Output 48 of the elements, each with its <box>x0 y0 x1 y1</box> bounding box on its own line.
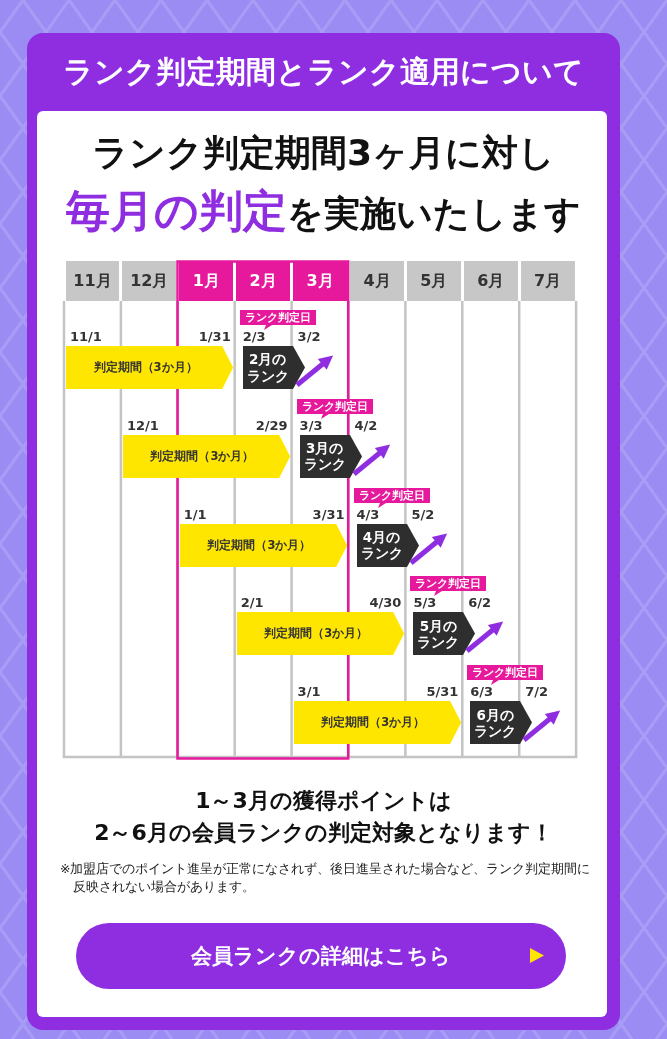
date-label: 12/1 <box>126 418 159 433</box>
details-button: 会員ランクの詳細はこちら <box>76 923 566 989</box>
date-label: 5/3 <box>413 596 437 611</box>
date-label: 3/2 <box>297 330 321 344</box>
date-label: 4/3 <box>356 507 380 522</box>
date-label: 4/30 <box>369 596 402 611</box>
heading: 毎月の判定を実施いたします <box>66 184 581 238</box>
date-label: 5/2 <box>411 507 435 522</box>
period-arrow: 判定期間（3か月） <box>236 612 404 656</box>
month-header: 3月 <box>293 261 347 301</box>
month-header: 12月 <box>122 261 177 301</box>
date-label: 1/31 <box>198 330 231 344</box>
date-label: 2/1 <box>240 596 264 611</box>
date-label: 6/3 <box>470 685 494 700</box>
callout-tag: ランク判定日 <box>353 487 430 508</box>
month-header: 7月 <box>520 261 575 301</box>
date-label: 11/1 <box>70 330 102 344</box>
month-header: 1月 <box>179 261 234 301</box>
date-label: 2/29 <box>255 418 288 433</box>
date-label: 4/2 <box>354 418 378 433</box>
period-arrow: 判定期間（3か月） <box>179 523 347 567</box>
period-arrow: 判定期間（3か月） <box>293 701 461 745</box>
note-text: ※加盟店でのポイント進呈が正常になされず、後日進呈された場合など、ランク判定期間に反映されない場合があります。 <box>60 860 592 896</box>
period-arrow: 判定期間（3か月） <box>122 434 291 478</box>
date-label: 1/1 <box>183 507 207 522</box>
date-label: 5/31 <box>426 685 459 700</box>
month-header: 11月 <box>65 261 120 301</box>
callout-tag: ランク判定日 <box>239 310 316 330</box>
summary-text: 2～6月の会員ランクの判定対象となります！ <box>94 819 553 847</box>
month-header: 6月 <box>463 261 518 301</box>
summary-text: 1～3月の獲得ポイントは <box>195 787 452 815</box>
heading: ランク判定期間3ヶ月に対し <box>91 131 556 175</box>
callout-tag: ランク判定日 <box>410 576 487 597</box>
date-label: 2/3 <box>242 330 266 344</box>
month-header: 4月 <box>350 261 404 301</box>
title: ランク判定期間とランク適用について <box>63 53 584 91</box>
date-label: 3/31 <box>312 507 345 522</box>
date-label: 3/3 <box>299 418 323 433</box>
period-arrow: 判定期間（3か月） <box>66 346 234 389</box>
date-label: 6/2 <box>468 596 492 611</box>
callout-tag: ランク判定日 <box>296 398 373 419</box>
date-label: 3/1 <box>297 685 321 700</box>
month-header: 2月 <box>236 261 291 301</box>
date-label: 7/2 <box>525 685 549 700</box>
month-header: 5月 <box>406 261 461 301</box>
rank-box: 5月のランク <box>413 612 476 656</box>
callout-tag: ランク判定日 <box>467 665 544 686</box>
rank-box: 6月のランク <box>470 701 533 745</box>
